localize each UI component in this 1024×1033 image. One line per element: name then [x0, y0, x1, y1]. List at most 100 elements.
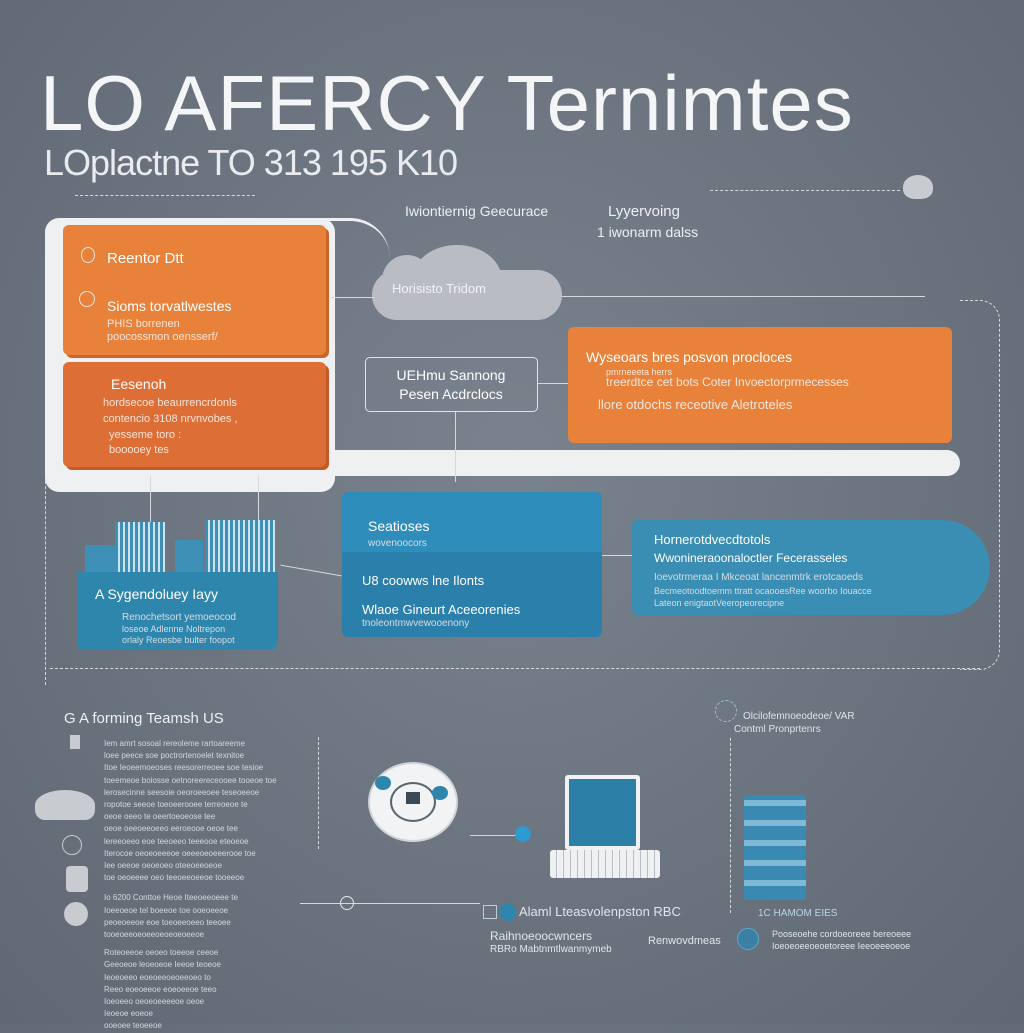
card-subtitle: Wwonineraoonaloctler Fecerasseles [654, 551, 848, 565]
info-circle-icon [737, 928, 759, 950]
text-line: loee peece soe poctrortenoelet texnitoe [104, 751, 245, 761]
divider [318, 737, 319, 849]
page-subtitle: LOplactne TO 313 195 K10 [44, 142, 458, 183]
text-line: lerosecinne seesoie oeoroeeoee teseoeeoe [104, 787, 260, 797]
blue-card-3[interactable]: Hornerotdvecdtotols Wwonineraoonaloctler… [632, 520, 990, 615]
header-label: Iwiontiernig Geecurace [405, 203, 549, 219]
text-line: Geeoeoe leoeoeoe Ieeoe teoeoe [104, 960, 221, 970]
blue-card-2[interactable]: Seatioses wovenoocors U8 coowws lne Ilon… [342, 492, 602, 637]
text-line: toeemeoe boiosse oetnoreereceooee tooeoe… [104, 775, 277, 785]
connector-line [320, 218, 390, 268]
hand-icon [35, 790, 95, 820]
text-line: Ieoeoe eoeoe [104, 1009, 153, 1019]
text-line: Pooseoehe cordoeoreee bereoeee [772, 929, 912, 939]
connector-line [960, 300, 1000, 670]
text-line: Reeo eoeoeeoe eoeoeeoe teeo [104, 984, 217, 994]
card-line: PHIS borrenen [107, 318, 180, 330]
card-line: Ioevotrmeraa I Mkceoat lancenmtrk erotca… [654, 572, 863, 583]
divider [75, 195, 255, 196]
globe-device-icon [368, 762, 458, 842]
page-title: LO AFERCY Ternimtes [40, 59, 854, 147]
laptop-icon [565, 775, 640, 850]
card-line: loseoe Adlenne Noltrepon [122, 624, 226, 634]
keyboard-icon [550, 850, 660, 878]
card-line: hordsecoe beaurrencrdonls [103, 397, 237, 409]
text-line: ooeoee teoeeoe [104, 1021, 162, 1031]
connector-line [280, 564, 342, 577]
text-line: Iee oeeoe oeoeoeo oteeoeeoeoe [104, 861, 222, 871]
card-title: Eesenoh [111, 376, 167, 392]
text-line: Ioeoeoeeoeoetoreee Ieeoeeeoeoe [772, 941, 911, 951]
divider [730, 738, 731, 913]
card-title: A Sygendoluey Iayy [95, 586, 218, 602]
text-line: oeoe oeeo te oeertoeoeose tee [104, 812, 216, 822]
label: Contml Pronprtenrs [734, 724, 821, 735]
blue-card-1[interactable]: A Sygendoluey Iayy Renochetsort yemoeoco… [77, 572, 278, 650]
text-line: Io 6200 Conttoe Heoe Iteeoeeoeee te [104, 893, 238, 903]
header-label: 1 iwonarm dalss [597, 224, 699, 240]
cloud-label: Horisisto Tridom [392, 281, 486, 296]
divider [50, 668, 980, 669]
server-icon [744, 795, 806, 900]
mouse-icon [515, 826, 531, 842]
text-line: Roteoeeoe oeoeo toeeoe ceeoe [104, 948, 219, 958]
text-line: Itoe Ieoeemoeoses reesorerreoee soe tesi… [104, 763, 264, 773]
bulb-icon [81, 247, 95, 263]
panel-bar [320, 450, 960, 476]
card-line: poocossmon oensserf/ [107, 331, 218, 343]
card-line: treerdtce cet bots Coter Invoectorprmece… [606, 375, 849, 389]
text-line: Ioeoeeo oeoeoeeeeoe oeoe [104, 997, 205, 1007]
globe-icon [62, 835, 82, 855]
card-line: yesseme toro : [109, 429, 182, 441]
label: Raihnoeoocwncers [490, 929, 593, 943]
card-subtitle: wovenoocors [368, 538, 427, 549]
info-icon [500, 903, 516, 921]
section-title: Alaml Lteasvolenpston RBC [519, 904, 681, 919]
text-line: ropotoe seeoe toeoeerooee terreoeoe te [104, 800, 248, 810]
cloud-node[interactable]: Horisisto Tridom [372, 245, 562, 320]
label: 1C HAMOM EIES [758, 908, 838, 919]
box-icon [483, 905, 497, 919]
orange-card-1[interactable]: Reentor Dtt Sioms torvatlwestes PHIS bor… [63, 225, 326, 355]
text-line: lereeoeeo eoe teeoeeo teeeooe eteoeoe [104, 836, 249, 846]
connector-line [555, 296, 925, 297]
section-title: G A forming Teamsh US [64, 710, 224, 727]
cup-icon [66, 866, 88, 892]
connector-line [538, 383, 568, 384]
connector-line [150, 476, 151, 526]
text-line: Iterocoe oeoeoeeeoe oeeeoeoeeerooe toe [104, 848, 256, 858]
plug-icon [340, 896, 354, 910]
card-line: Becmeotoodtoemm ttratt ocaooesRee woorbo… [654, 586, 872, 596]
divider [710, 190, 900, 191]
card-line: Lateon enigtaotVeeropeorecipne [654, 598, 785, 608]
card-line: tnoleontmwvewooenony [362, 618, 470, 629]
card-line: llore otdochs receotive Aletroteles [598, 397, 793, 412]
bell-icon [903, 175, 933, 199]
header-label: Lyyervoing [608, 203, 680, 220]
text-line: tooeoeeoeoeeoeoeoeoeeoe [104, 930, 205, 940]
card-title: Reentor Dtt [107, 250, 184, 267]
card-line: U8 coowws lne Ilonts [362, 573, 485, 588]
orange-card-2[interactable]: Eesenoh hordsecoe beaurrencrdonls conten… [63, 362, 326, 467]
orange-card-3[interactable]: Wyseoars bres posvon procloces pmrneeeta… [568, 327, 952, 443]
card-line: Wlaoe Gineurt Aceeorenies [362, 602, 521, 617]
card-line: orlaly Reoesbe bulter foopot [122, 635, 235, 645]
text-line: peoeoeeoe eoe toeoeeoeeo teeoee [104, 917, 231, 927]
card-line: booooey tes [109, 444, 169, 456]
connector-line [330, 297, 375, 298]
center-node[interactable]: UEHmu Sannong Pesen Acdrclocs [365, 357, 538, 412]
connector-line [470, 835, 520, 836]
connector-line [602, 555, 632, 556]
connector-line [258, 476, 259, 526]
text-line: toe oeoeeee oeo teeoeeoeeoe tooeeoe [104, 873, 245, 883]
text-line: Ieoeoeeo eoeoeeoeoeeoeo to [104, 972, 211, 982]
node-label: Pesen Acdrclocs [399, 386, 503, 402]
gear-icon [715, 700, 737, 722]
label: Renwovdmeas [648, 935, 721, 947]
card-title: Seatioses [368, 518, 430, 534]
card-title: Hornerotdvecdtotols [654, 532, 771, 547]
connector-line [300, 903, 480, 904]
label: Olcilofemnoeodeoe/ VAR [743, 711, 855, 722]
buildings-icon [85, 520, 275, 575]
